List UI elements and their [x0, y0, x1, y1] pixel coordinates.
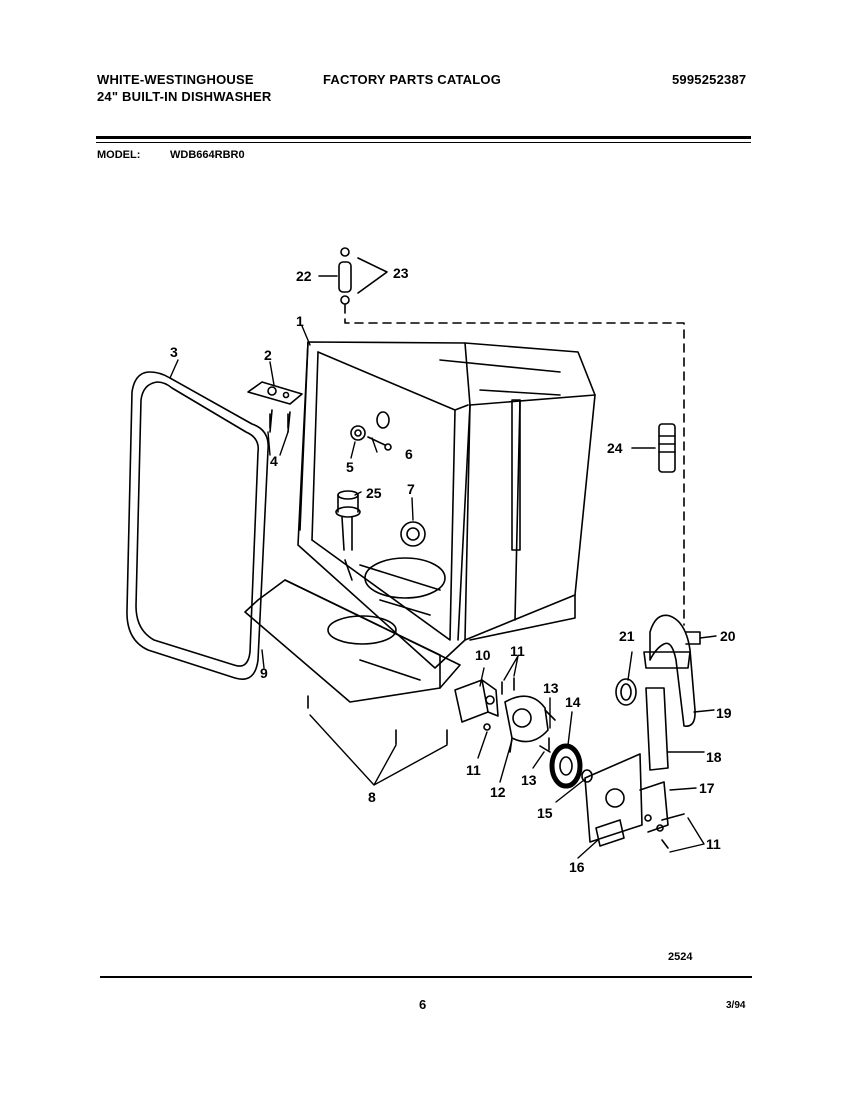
grommet-drawing: [400, 521, 426, 547]
callout-7: 7: [407, 481, 415, 497]
inlet-fitting-drawing: [350, 411, 392, 451]
vent-tube-drawing: [318, 247, 388, 305]
callout-13-a: 13: [543, 680, 559, 696]
callout-4: 4: [270, 453, 278, 469]
model-label: MODEL:: [97, 149, 141, 161]
brand-name: WHITE-WESTINGHOUSE: [97, 72, 254, 87]
leader-lines: [169, 325, 717, 859]
callout-11-a: 11: [510, 643, 525, 659]
page-number: 6: [419, 997, 427, 1012]
callout-19: 19: [716, 705, 732, 721]
screws-drawing: [269, 413, 551, 753]
callout-20: 20: [720, 628, 736, 644]
callout-16: 16: [569, 859, 585, 875]
catalog-part-number: 5995252387: [672, 72, 747, 87]
footer-rule: [100, 976, 752, 978]
callout-9: 9: [260, 665, 268, 681]
hose-route-line: [344, 304, 685, 626]
pump-housing-drawing: [483, 695, 556, 753]
motor-drawing: [454, 679, 499, 723]
callout-6: 6: [405, 446, 413, 462]
callout-1: 1: [296, 313, 304, 329]
callout-22: 22: [296, 268, 312, 284]
callout-21: 21: [619, 628, 635, 644]
callout-24: 24: [607, 440, 623, 456]
callout-8: 8: [368, 789, 376, 805]
callout-23: 23: [393, 265, 409, 281]
callout-13-b: 13: [521, 772, 537, 788]
impeller-drawing: [549, 743, 593, 789]
callout-11-c: 11: [706, 836, 721, 852]
callout-15: 15: [537, 805, 553, 821]
callout-2: 2: [264, 347, 272, 363]
bottom-panel-drawing: [244, 579, 461, 703]
header-rule-thick: [96, 136, 751, 139]
clamp-ring-drawing: [615, 678, 637, 706]
fill-hose-end-drawing: [631, 423, 676, 473]
callout-5: 5: [346, 459, 354, 475]
drain-hose-drawing: [643, 614, 701, 771]
hinge-bracket-drawing: [247, 381, 303, 433]
callout-14: 14: [565, 694, 581, 710]
figure-number: 2524: [668, 951, 693, 963]
callout-17: 17: [699, 780, 715, 796]
header-rule-thin: [96, 142, 751, 143]
float-drawing: [335, 490, 361, 551]
mounting-bracket-drawing: [584, 753, 685, 849]
product-name: 24" BUILT-IN DISHWASHER: [97, 89, 272, 104]
callout-25: 25: [366, 485, 382, 501]
callout-11-b: 11: [466, 762, 481, 778]
revision-date: 3/94: [726, 1000, 746, 1011]
tub-assembly-drawing: [297, 341, 596, 669]
callout-12: 12: [490, 784, 506, 800]
callout-18: 18: [706, 749, 722, 765]
callout-3: 3: [170, 344, 178, 360]
callout-10: 10: [475, 647, 491, 663]
model-number: WDB664RBR0: [170, 149, 245, 161]
door-gasket-drawing: [126, 371, 269, 680]
catalog-title: FACTORY PARTS CATALOG: [323, 72, 502, 87]
